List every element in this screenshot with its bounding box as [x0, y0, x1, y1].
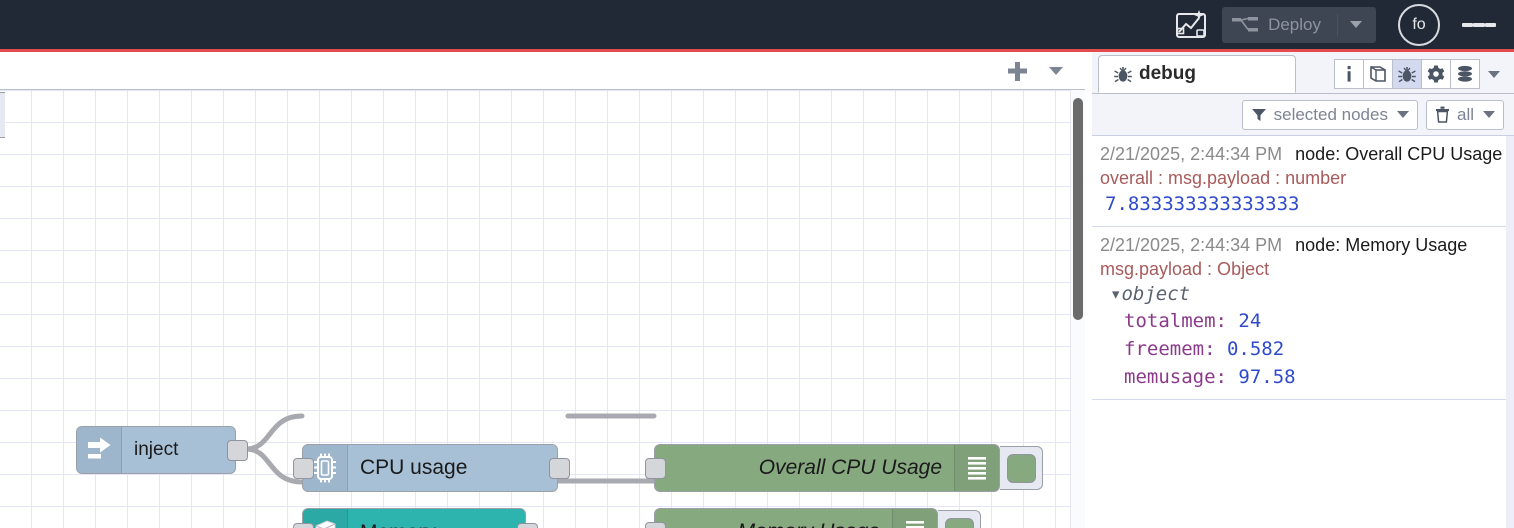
debug-message-header: 2/21/2025, 2:44:34 PM node: Memory Usage [1100, 233, 1506, 257]
plus-icon [1008, 61, 1027, 81]
flow-node-cpu-usage-label: CPU usage [360, 456, 468, 479]
debug-node-filter-label: selected nodes [1273, 104, 1388, 124]
flow-node-inject[interactable]: inject [76, 426, 236, 474]
ai-flow-assistant-icon[interactable] [1170, 4, 1212, 46]
config-gear-icon[interactable] [1421, 59, 1451, 89]
debug-property-key: freemem: [1124, 338, 1216, 360]
cpu-chip-icon [303, 445, 348, 491]
debug-bug-icon[interactable] [1392, 59, 1422, 89]
debug-clear-label: all [1456, 104, 1474, 124]
app-header: Deploy fo [0, 0, 1514, 52]
debug-message-timestamp: 2/21/2025, 2:44:34 PM [1100, 144, 1283, 164]
inject-trigger-button[interactable] [0, 92, 5, 138]
info-icon[interactable] [1334, 59, 1364, 89]
debug-memory-usage-toggle-button[interactable] [938, 510, 981, 528]
add-flow-tab-button[interactable] [1001, 56, 1033, 86]
flow-canvas[interactable]: inject CPU [0, 90, 1070, 528]
chevron-down-icon [1396, 111, 1409, 118]
debug-clear-button[interactable]: all [1425, 99, 1504, 130]
debug-message-topic: msg.payload : Object [1100, 259, 1270, 279]
sidebar-tab-debug[interactable]: debug [1098, 55, 1296, 93]
debug-object-property: totalmem: 24 [1100, 307, 1506, 335]
debug-message-item[interactable]: 2/21/2025, 2:44:34 PM node: Overall CPU … [1092, 136, 1514, 227]
flow-node-debug-memory-usage[interactable]: Memory Usage [654, 508, 938, 528]
debug-object-property: memusage: 97.58 [1100, 363, 1506, 391]
help-book-icon[interactable] [1363, 59, 1393, 89]
debug-message-source-node: node: Overall CPU Usage [1295, 144, 1503, 164]
server-tower-icon [303, 509, 348, 528]
trash-icon [1435, 106, 1450, 123]
flow-tab-bar [0, 52, 1085, 90]
flow-node-inject-label: inject [134, 439, 179, 460]
chevron-down-icon [1350, 21, 1362, 28]
debug-object-label: object [1121, 283, 1191, 305]
chevron-down-icon [1488, 70, 1500, 78]
flow-node-memory[interactable]: Memory [302, 508, 526, 528]
sidebar-tab-debug-label: debug [1139, 63, 1196, 84]
debug-toggle-indicator [944, 517, 974, 528]
sidebar-panel: debug [1092, 52, 1514, 528]
debug-property-value: 97.58 [1238, 366, 1296, 388]
debug-lines-icon [954, 445, 999, 491]
debug-property-key: memusage: [1124, 366, 1227, 388]
cpu-usage-output-port[interactable] [549, 458, 570, 479]
debug-message-value: 7.833333333333333 [1105, 193, 1300, 215]
caret-down-icon: ▾ [1110, 283, 1122, 305]
debug-overall-cpu-input-port[interactable] [645, 458, 666, 479]
user-avatar[interactable]: fo [1398, 3, 1440, 46]
deploy-button[interactable]: Deploy [1222, 6, 1376, 43]
flow-node-debug-overall-cpu-usage-label: Overall CPU Usage [758, 456, 942, 479]
chevron-down-icon [1483, 111, 1495, 118]
debug-memory-usage-input-port[interactable] [645, 522, 666, 528]
debug-message-header: 2/21/2025, 2:44:34 PM node: Overall CPU … [1100, 142, 1506, 166]
debug-property-value: 24 [1238, 310, 1262, 332]
deploy-dropdown-caret[interactable] [1337, 13, 1372, 36]
debug-message-source-node: node: Memory Usage [1295, 235, 1468, 255]
debug-lines-icon [892, 509, 937, 528]
inject-output-port[interactable] [227, 440, 248, 461]
inject-arrow-icon [77, 427, 122, 473]
canvas-scrollbar-thumb[interactable] [1073, 98, 1083, 320]
deploy-label: Deploy [1268, 14, 1321, 34]
sidebar-tool-icons [1334, 59, 1508, 89]
chevron-down-icon [1049, 66, 1063, 75]
debug-node-filter-button[interactable]: selected nodes [1241, 99, 1418, 130]
sidebar-scrollbar-area[interactable] [1506, 136, 1514, 528]
flow-workspace: inject CPU [0, 52, 1085, 528]
context-data-icon[interactable] [1450, 59, 1480, 89]
bug-icon [1113, 64, 1133, 84]
debug-message-list[interactable]: 2/21/2025, 2:44:34 PM node: Overall CPU … [1092, 136, 1514, 528]
flow-node-debug-memory-usage-label: Memory Usage [655, 520, 892, 528]
debug-filter-bar: selected nodes all [1092, 94, 1514, 136]
debug-property-key: totalmem: [1124, 310, 1227, 332]
sidebar-tab-row: debug [1092, 52, 1514, 94]
debug-message-timestamp: 2/21/2025, 2:44:34 PM [1100, 235, 1283, 255]
debug-object-expander[interactable]: ▾object [1100, 281, 1506, 307]
debug-toggle-indicator [1006, 453, 1036, 483]
debug-overall-cpu-toggle-button[interactable] [1000, 446, 1043, 490]
debug-message-item[interactable]: 2/21/2025, 2:44:34 PM node: Memory Usage… [1092, 227, 1514, 400]
cpu-usage-input-port[interactable] [293, 458, 314, 479]
canvas-vertical-scrollbar[interactable] [1070, 90, 1085, 528]
memory-input-port[interactable] [293, 523, 314, 528]
sidebar-tools-more-button[interactable] [1480, 59, 1508, 89]
hamburger-menu-icon[interactable] [1462, 8, 1496, 42]
memory-output-port[interactable] [517, 523, 538, 528]
flow-node-cpu-usage[interactable]: CPU usage [302, 444, 558, 492]
deploy-nodes-icon [1232, 16, 1259, 34]
debug-message-topic: overall : msg.payload : number [1100, 168, 1347, 188]
debug-object-property: freemem: 0.582 [1100, 335, 1506, 363]
flow-tab-menu-button[interactable] [1039, 56, 1073, 86]
funnel-icon [1251, 107, 1267, 123]
debug-property-value: 0.582 [1226, 338, 1285, 360]
flow-node-memory-label: Memory [348, 521, 525, 528]
flow-node-debug-overall-cpu-usage[interactable]: Overall CPU Usage [654, 444, 1000, 492]
